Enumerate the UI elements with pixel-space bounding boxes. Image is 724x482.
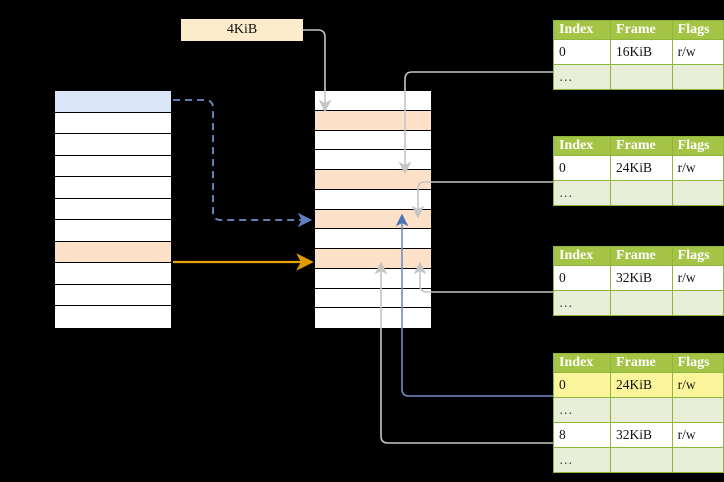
page-table-4-cell [610, 397, 673, 423]
page-table-1-cell: r/w [671, 39, 724, 65]
connector-pt2-to-frame [411, 181, 553, 219]
page-table-4-row: … [552, 397, 724, 423]
physical-memory-row [315, 308, 431, 328]
page-table-3-row: … [552, 290, 724, 316]
page-table-3-cell: 0 [552, 265, 612, 291]
page-table-4-cell: 32KiB [610, 422, 673, 448]
physical-memory-row [315, 150, 431, 170]
page-table-1-cell [610, 64, 673, 90]
page-table-2-header-index: Index [552, 136, 612, 156]
page-directory-row [55, 306, 171, 328]
page-table-3-cell: 32KiB [610, 265, 673, 291]
physical-memory-row [315, 229, 431, 249]
page-table-4-cell: r/w [671, 422, 724, 448]
page-table-1-cell [671, 64, 724, 90]
page-directory-row [55, 284, 171, 307]
physical-memory-row [315, 170, 431, 190]
physical-memory-row [315, 288, 431, 309]
physical-memory-row [315, 130, 431, 151]
page-table-3-header-index: Index [552, 246, 612, 266]
page-table-2-header-flags: Flags [671, 136, 724, 156]
page-directory-row [55, 198, 171, 221]
page-directory-row [55, 91, 171, 113]
page-table-2-cell: 0 [552, 155, 612, 181]
page-directory-row [55, 263, 171, 285]
page-directory-row [55, 177, 171, 199]
physical-memory-row [315, 268, 431, 289]
page-table-3-header-frame: Frame [610, 246, 673, 266]
physical-memory-table [313, 89, 433, 330]
page-table-1-row: … [552, 64, 724, 90]
page-table-2-cell: … [552, 180, 612, 206]
page-directory-row [55, 134, 171, 156]
page-table-2-cell [610, 180, 673, 206]
physical-memory-row [315, 249, 431, 269]
page-table-4-cell: 0 [552, 372, 612, 398]
page-table-1-header-flags: Flags [671, 20, 724, 40]
page-table-4-header-index: Index [552, 353, 612, 373]
page-table-4-cell: … [552, 397, 612, 423]
page-table-3-cell [671, 290, 724, 316]
page-table-4-cell: 8 [552, 422, 612, 448]
page-table-4-cell: 24KiB [610, 372, 673, 398]
page-directory-table [53, 89, 173, 330]
page-table-3-cell: … [552, 290, 612, 316]
connector-directory-to-frame-dashed [173, 99, 313, 228]
connector-pt3-to-frame [413, 261, 553, 293]
page-directory-row [55, 220, 171, 242]
page-table-2-cell [671, 180, 724, 206]
physical-memory-row [315, 189, 431, 210]
page-table-4-row: … [552, 447, 724, 473]
page-table-4-cell: r/w [671, 372, 724, 398]
page-table-4-cell [671, 447, 724, 473]
page-directory-row [55, 112, 171, 135]
page-table-4-cell: … [552, 447, 612, 473]
physical-memory-row [315, 209, 431, 230]
page-table-4-header-frame: Frame [610, 353, 673, 373]
page-table-1-cell: 0 [552, 39, 612, 65]
page-table-2-cell: r/w [671, 155, 724, 181]
page-table-3-cell [610, 290, 673, 316]
page-table-3-header-flags: Flags [671, 246, 724, 266]
page-table-4-header-flags: Flags [671, 353, 724, 373]
page-table-2-row: … [552, 180, 724, 206]
physical-memory-row [315, 110, 431, 131]
page-table-1-header-index: Index [552, 20, 612, 40]
page-table-2-cell: 24KiB [610, 155, 673, 181]
page-table-1-cell: 16KiB [610, 39, 673, 65]
page-directory-row [55, 155, 171, 178]
size-label-4kib: 4KiB [181, 19, 303, 41]
page-table-2-header-frame: Frame [610, 136, 673, 156]
page-table-4-cell [671, 397, 724, 423]
page-directory-row [55, 241, 171, 264]
page-table-1-header-frame: Frame [610, 20, 673, 40]
physical-memory-row [315, 91, 431, 111]
page-table-1-cell: … [552, 64, 612, 90]
page-table-3-cell: r/w [671, 265, 724, 291]
page-table-4-cell [610, 447, 673, 473]
